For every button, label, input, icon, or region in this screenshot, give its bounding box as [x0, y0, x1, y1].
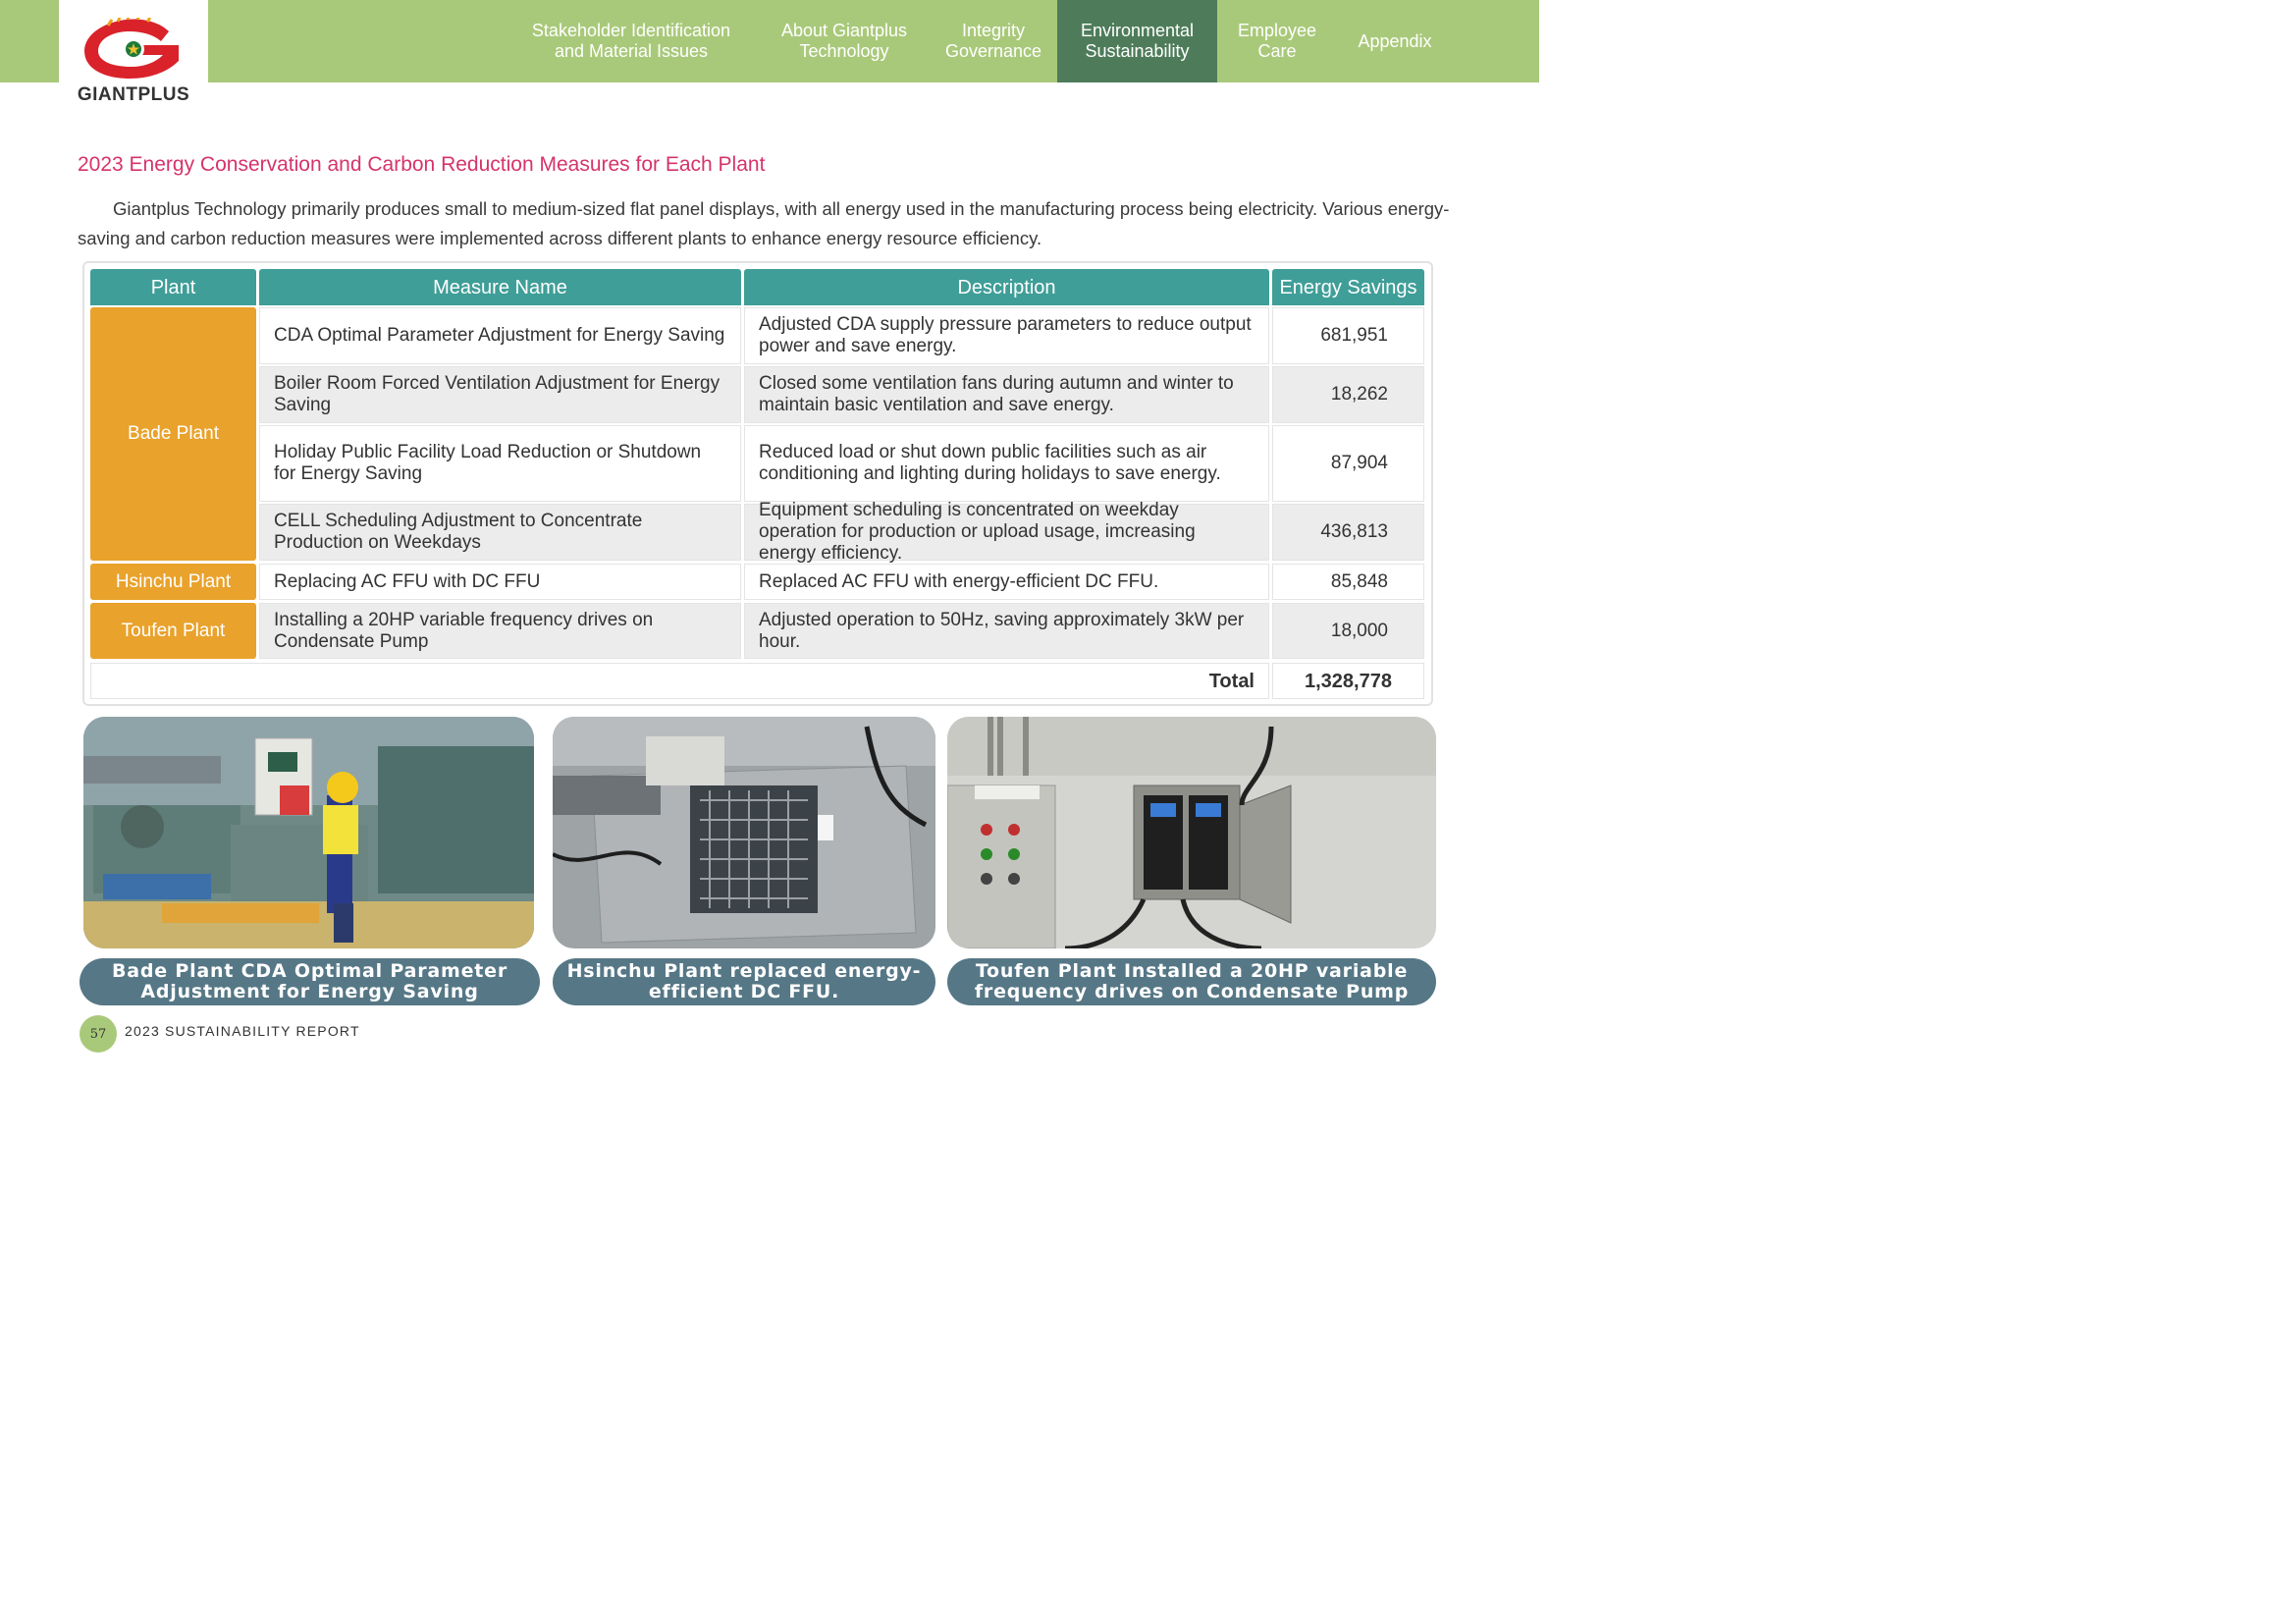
- total-label: Total: [90, 663, 1269, 699]
- table-cell-savings: 85,848: [1272, 564, 1424, 600]
- table-cell-description: Replaced AC FFU with energy-efficient DC…: [744, 564, 1269, 600]
- header-plant: Plant: [90, 269, 256, 305]
- nav-label: Environmental Sustainability: [1080, 21, 1195, 61]
- nav-integrity[interactable]: Integrity Governance: [931, 0, 1056, 82]
- nav-label: About Giantplus Technology: [780, 21, 908, 61]
- table-cell-description: Closed some ventilation fans during autu…: [744, 366, 1269, 423]
- logo-text: GIANTPLUS: [77, 84, 190, 105]
- nav-stakeholder[interactable]: Stakeholder Identification and Material …: [518, 0, 744, 82]
- page-number: 57: [80, 1015, 117, 1053]
- footer-report-title: 2023 SUSTAINABILITY REPORT: [125, 1023, 360, 1039]
- table-cell-savings: 436,813: [1272, 504, 1424, 561]
- caption-hsinchu: Hsinchu Plant replaced energy-efficient …: [553, 958, 935, 1005]
- table-cell-description: Equipment scheduling is concentrated on …: [744, 500, 1269, 564]
- section-title: 2023 Energy Conservation and Carbon Redu…: [78, 153, 766, 176]
- header-bar: [0, 0, 1539, 82]
- caption-toufen: Toufen Plant Installed a 20HP variable f…: [947, 958, 1436, 1005]
- nav-label: Appendix: [1358, 30, 1432, 51]
- nav-environmental[interactable]: Environmental Sustainability: [1057, 0, 1217, 82]
- table-cell-savings: 681,951: [1272, 307, 1424, 364]
- table-cell-savings: 87,904: [1272, 425, 1424, 502]
- table-cell-measure: Replacing AC FFU with DC FFU: [259, 564, 741, 600]
- table-cell-description: Reduced load or shut down public facilit…: [744, 425, 1269, 502]
- plant-toufen: Toufen Plant: [90, 603, 256, 659]
- intro-paragraph: Giantplus Technology primarily produces …: [78, 198, 1450, 248]
- nav-appendix[interactable]: Appendix: [1339, 0, 1451, 82]
- photo-hsinchu-ffu: [553, 717, 935, 948]
- plant-hsinchu: Hsinchu Plant: [90, 564, 256, 600]
- nav-label: Stakeholder Identification and Material …: [531, 21, 731, 61]
- table-cell-measure: Holiday Public Facility Load Reduction o…: [259, 425, 741, 502]
- header-description: Description: [744, 269, 1269, 305]
- photo-bade-cda: [83, 717, 534, 948]
- photo-toufen-vfd: [947, 717, 1436, 948]
- giantplus-logo-icon: [84, 18, 179, 79]
- header-measure: Measure Name: [259, 269, 741, 305]
- logo[interactable]: GIANTPLUS: [59, 0, 208, 110]
- table-cell-measure: Installing a 20HP variable frequency dri…: [259, 603, 741, 659]
- table-cell-description: Adjusted operation to 50Hz, saving appro…: [744, 603, 1269, 659]
- nav-about[interactable]: About Giantplus Technology: [768, 0, 921, 82]
- table-cell-description: Adjusted CDA supply pressure parameters …: [744, 307, 1269, 364]
- nav-employee[interactable]: Employee Care: [1221, 0, 1333, 82]
- table-cell-measure: CDA Optimal Parameter Adjustment for Ene…: [259, 307, 741, 364]
- plant-bade: Bade Plant: [90, 307, 256, 561]
- table-cell-measure: CELL Scheduling Adjustment to Concentrat…: [259, 504, 741, 561]
- caption-bade: Bade Plant CDA Optimal Parameter Adjustm…: [80, 958, 540, 1005]
- header-savings: Energy Savings: [1272, 269, 1424, 305]
- total-value: 1,328,778: [1272, 663, 1424, 699]
- nav-label: Integrity Governance: [944, 21, 1042, 61]
- table-cell-measure: Boiler Room Forced Ventilation Adjustmen…: [259, 366, 741, 423]
- nav-label: Employee Care: [1237, 21, 1317, 61]
- table-cell-savings: 18,000: [1272, 603, 1424, 659]
- table-cell-savings: 18,262: [1272, 366, 1424, 423]
